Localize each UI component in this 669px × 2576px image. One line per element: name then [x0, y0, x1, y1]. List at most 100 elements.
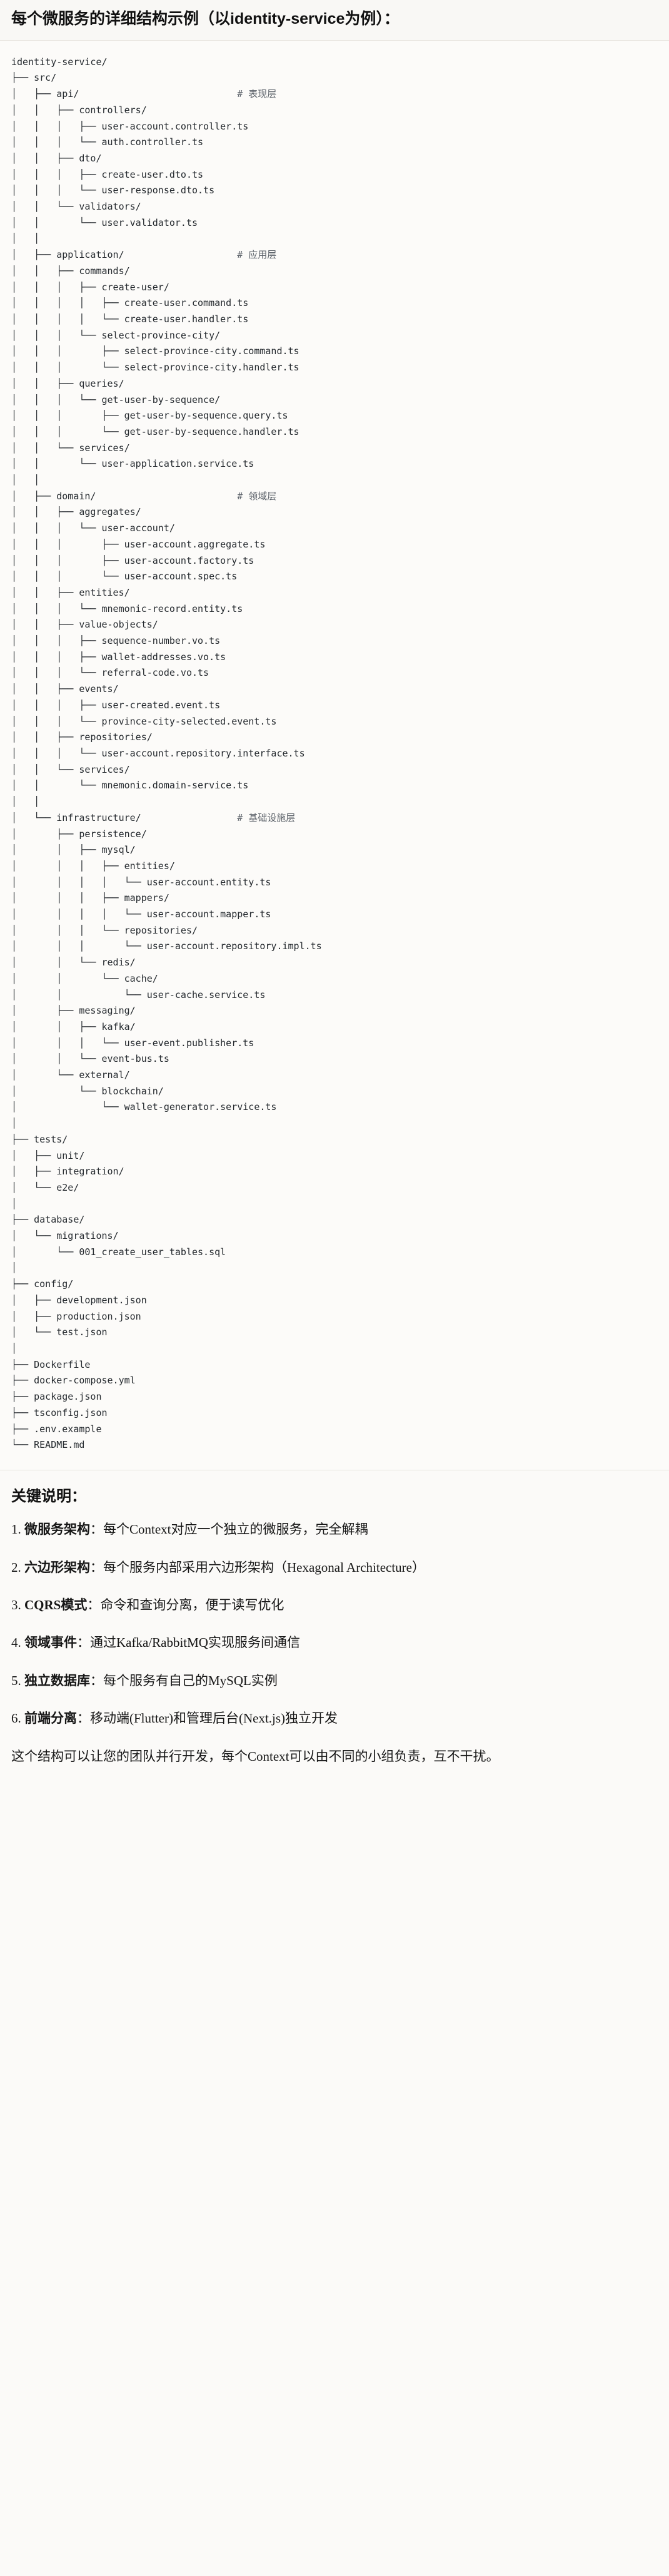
- tree-line: │ │ │ └── user-response.dto.ts: [11, 185, 215, 196]
- key-notes-title: 关键说明：: [11, 1487, 86, 1505]
- tree-line-comment: # 应用层: [237, 249, 277, 261]
- tree-line: ├── tests/: [11, 1133, 68, 1145]
- tree-line: │ └── infrastructure/ # 基础设施层: [11, 812, 296, 823]
- tree-line: ├── src/: [11, 72, 57, 84]
- key-note-description: 每个服务内部采用六边形架构（Hexagonal Architecture）: [103, 1559, 425, 1575]
- directory-tree-content: identity-service/ ├── src/ │ ├── api/ # …: [11, 56, 322, 1450]
- tree-line: │ │ ├── mysql/: [11, 844, 136, 856]
- tree-line: │ │ └── cache/: [11, 972, 158, 984]
- tree-line: │ │ ├── value-objects/: [11, 619, 158, 631]
- tree-line: │ │ │ ├── user-account.aggregate.ts: [11, 538, 266, 550]
- tree-line: │ │ │ ├── user-created.event.ts: [11, 699, 221, 711]
- key-note-separator: ：: [77, 1635, 90, 1651]
- key-notes-list: 微服务架构：每个Context对应一个独立的微服务，完全解耦六边形架构：每个服务…: [11, 1520, 658, 1728]
- tree-line: │ ├── application/ # 应用层: [11, 249, 277, 261]
- tree-line: │ ├── development.json: [11, 1294, 147, 1306]
- tree-line: │ │ │ └── select-province-city/: [11, 329, 221, 341]
- tree-line: │ ├── unit/: [11, 1149, 85, 1161]
- key-note-term: 微服务架构: [24, 1522, 90, 1537]
- tree-line: │ │ │ │ └── user-account.mapper.ts: [11, 909, 271, 920]
- key-note-description: 通过Kafka/RabbitMQ实现服务间通信: [90, 1635, 300, 1651]
- tree-line: │ └── external/: [11, 1069, 130, 1081]
- tree-line: │ │ └── mnemonic.domain-service.ts: [11, 780, 249, 792]
- tree-line: │: [11, 1117, 18, 1129]
- key-note-term: 领域事件: [24, 1635, 77, 1651]
- tree-line: ├── Dockerfile: [11, 1358, 91, 1370]
- tree-line: │ ├── api/ # 表现层: [11, 88, 277, 100]
- key-note-separator: ：: [90, 1672, 103, 1688]
- tree-line: │: [11, 1262, 18, 1274]
- tree-line: │ │ │ ├── get-user-by-sequence.query.ts: [11, 410, 288, 422]
- tree-line: │ │ └── redis/: [11, 957, 136, 969]
- tree-line: │ │ │ ├── user-account.controller.ts: [11, 120, 249, 132]
- tree-line: │ │ │ ├── wallet-addresses.vo.ts: [11, 651, 226, 663]
- tree-line: │ └── blockchain/: [11, 1085, 164, 1097]
- tree-line: │ │ │ └── get-user-by-sequence.handler.t…: [11, 425, 299, 437]
- tree-line: │ │ │ │ ├── create-user.command.ts: [11, 297, 249, 309]
- tree-line: │ └── 001_create_user_tables.sql: [11, 1246, 226, 1258]
- tree-line: │ │ │ └── auth.controller.ts: [11, 136, 204, 148]
- tree-line: │ │ │ └── province-city-selected.event.t…: [11, 715, 277, 727]
- tree-line: │ │ │ └── user-account/: [11, 522, 175, 534]
- tree-line: ├── package.json: [11, 1391, 102, 1403]
- tree-line: │ │ └── user-cache.service.ts: [11, 989, 266, 1000]
- page-title: 每个微服务的详细结构示例（以identity-service为例）：: [0, 0, 669, 41]
- tree-line: │ │: [11, 474, 40, 486]
- tree-line: │ │ │ │ └── user-account.entity.ts: [11, 876, 271, 888]
- key-note-item: 领域事件：通过Kafka/RabbitMQ实现服务间通信: [11, 1633, 658, 1652]
- key-notes-block: 关键说明： 微服务架构：每个Context对应一个独立的微服务，完全解耦六边形架…: [0, 1470, 669, 1781]
- tree-line-comment: # 基础设施层: [237, 812, 296, 823]
- tree-line: │ │ └── user.validator.ts: [11, 216, 198, 228]
- key-note-term: CQRS模式: [24, 1597, 88, 1612]
- tree-line: │ │ │ ├── entities/: [11, 860, 175, 872]
- key-note-description: 每个服务有自己的MySQL实例: [103, 1672, 278, 1688]
- tree-line-comment: # 表现层: [237, 88, 277, 100]
- tree-line: │ │ ├── controllers/: [11, 104, 147, 116]
- tree-line: │ │ │ ├── mappers/: [11, 892, 169, 904]
- tree-line: │ ├── integration/: [11, 1166, 124, 1178]
- key-note-separator: ：: [90, 1559, 103, 1575]
- tree-line: │ │ └── event-bus.ts: [11, 1053, 169, 1065]
- key-note-separator: ：: [90, 1522, 103, 1537]
- key-note-term: 六边形架构: [24, 1559, 90, 1575]
- tree-line: │ │ ├── events/: [11, 683, 119, 695]
- tree-line: │ └── e2e/: [11, 1181, 79, 1193]
- tree-line: │ │ ├── entities/: [11, 586, 130, 598]
- key-note-item: 六边形架构：每个服务内部采用六边形架构（Hexagonal Architectu…: [11, 1558, 658, 1577]
- key-note-description: 移动端(Flutter)和管理后台(Next.js)独立开发: [90, 1711, 338, 1726]
- tree-line: │ │ │ └── user-account.repository.impl.t…: [11, 940, 322, 952]
- key-note-description: 每个Context对应一个独立的微服务，完全解耦: [103, 1522, 368, 1537]
- tree-line: │ │ │ └── user-event.publisher.ts: [11, 1037, 254, 1049]
- tree-line: │ │ │ ├── user-account.factory.ts: [11, 554, 254, 566]
- tree-line: │ │ │ └── user-account.spec.ts: [11, 571, 238, 583]
- key-note-term: 前端分离: [24, 1711, 77, 1726]
- tree-line: │ │ │ └── repositories/: [11, 924, 198, 936]
- tree-line: │ ├── messaging/: [11, 1005, 136, 1017]
- tree-line: │: [11, 1198, 18, 1209]
- tree-line: │ │ │ └── referral-code.vo.ts: [11, 667, 209, 679]
- tree-line: │ │ │ │ └── create-user.handler.ts: [11, 313, 249, 325]
- key-note-separator: ：: [87, 1597, 101, 1612]
- tree-line: │ └── migrations/: [11, 1230, 119, 1242]
- tree-line: │ │ └── services/: [11, 763, 130, 775]
- tree-line: ├── .env.example: [11, 1423, 102, 1435]
- tree-line: │ │ └── validators/: [11, 201, 141, 213]
- tree-line: ├── database/: [11, 1214, 85, 1226]
- tree-line: │ │ │ ├── create-user.dto.ts: [11, 168, 204, 180]
- tree-line: │ │ ├── commands/: [11, 265, 130, 277]
- tree-line: │ ├── persistence/: [11, 828, 147, 840]
- key-note-item: CQRS模式：命令和查询分离，便于读写优化: [11, 1596, 658, 1614]
- tree-line: │ │ ├── aggregates/: [11, 506, 141, 518]
- tree-line: │ │ │ └── mnemonic-record.entity.ts: [11, 603, 243, 614]
- tree-line: │ │ │ └── user-account.repository.interf…: [11, 747, 305, 759]
- tree-line: │ │ │ ├── select-province-city.command.t…: [11, 345, 299, 357]
- closing-paragraph: 这个结构可以让您的团队并行开发，每个Context可以由不同的小组负责，互不干扰…: [11, 1748, 500, 1764]
- key-note-item: 微服务架构：每个Context对应一个独立的微服务，完全解耦: [11, 1520, 658, 1539]
- tree-line: ├── tsconfig.json: [11, 1407, 108, 1418]
- key-note-separator: ：: [77, 1711, 90, 1726]
- key-note-item: 前端分离：移动端(Flutter)和管理后台(Next.js)独立开发: [11, 1709, 658, 1728]
- tree-line: │ │ │ ├── sequence-number.vo.ts: [11, 635, 221, 647]
- tree-line: │ │ │ ├── create-user/: [11, 281, 169, 293]
- tree-line: │ │ │ └── get-user-by-sequence/: [11, 394, 221, 405]
- tree-line: │ ├── production.json: [11, 1310, 141, 1322]
